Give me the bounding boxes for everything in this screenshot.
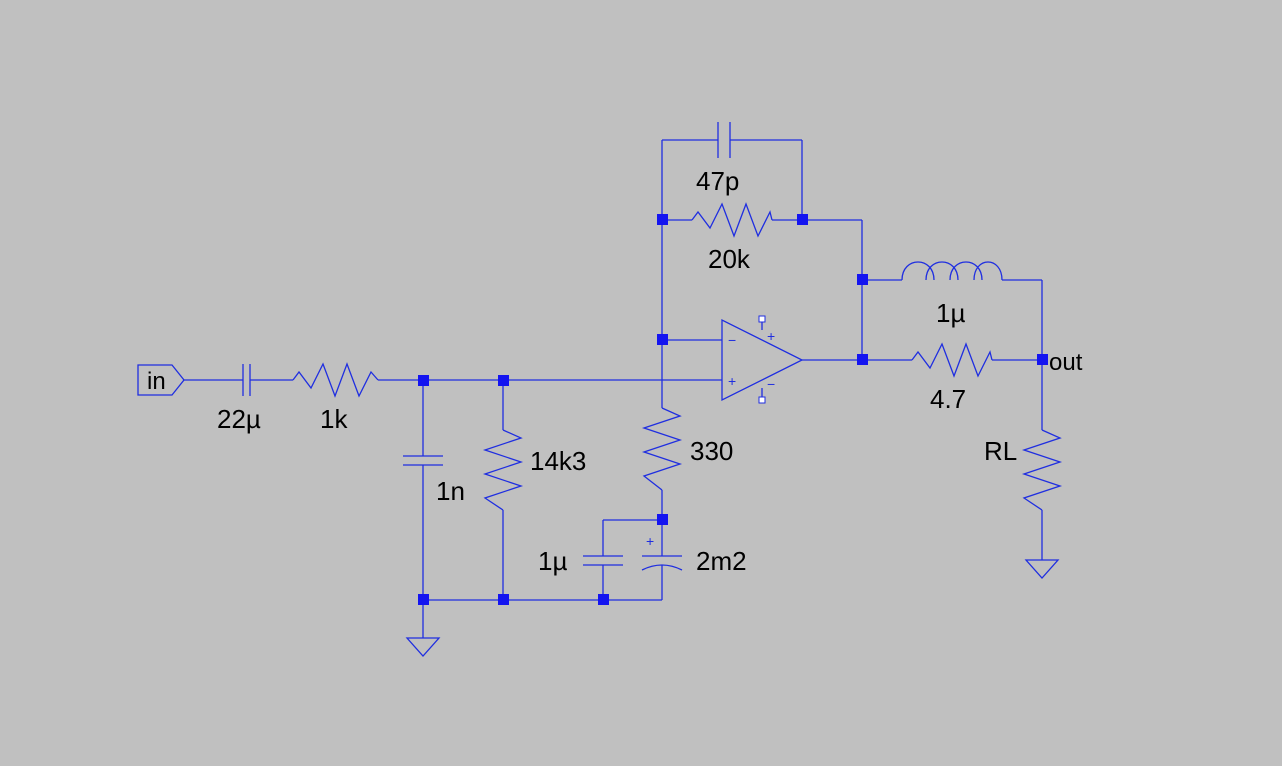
inductor-l-out[interactable]: 1µ bbox=[901, 261, 1003, 328]
ground-symbol-left bbox=[405, 637, 441, 657]
junctions bbox=[418, 214, 1048, 605]
junction-node[interactable] bbox=[498, 375, 509, 386]
resistor-r-load-label: RL bbox=[984, 436, 1017, 466]
output-port-label[interactable]: out bbox=[1049, 349, 1083, 376]
junction-node[interactable] bbox=[657, 334, 668, 345]
opamp-supply-neg-pin[interactable] bbox=[758, 396, 766, 404]
capacitor-c-electrolytic-label: 2m2 bbox=[696, 546, 747, 576]
resistor-r-in-label: 1k bbox=[320, 404, 348, 434]
resistor-r-feedback-label: 20k bbox=[708, 244, 751, 274]
opamp-supply-pos-sign: + bbox=[767, 328, 775, 344]
junction-node[interactable] bbox=[498, 594, 509, 605]
capacitor-c-small-label: 1µ bbox=[538, 546, 567, 576]
opamp-noninverting-sign: + bbox=[728, 373, 736, 389]
capacitor-c-feedback[interactable]: 47p bbox=[696, 122, 739, 196]
capacitor-c-in[interactable]: 22µ bbox=[217, 364, 261, 434]
resistor-r-out[interactable]: 4.7 bbox=[911, 342, 993, 414]
resistor-r-bias-label: 14k3 bbox=[530, 446, 586, 476]
wires bbox=[183, 139, 1043, 638]
input-port-shape bbox=[137, 364, 185, 396]
capacitor-c-electrolytic[interactable]: + 2m2 bbox=[641, 533, 747, 576]
resistor-r-fb-ground-label: 330 bbox=[690, 436, 733, 466]
junction-node[interactable] bbox=[598, 594, 609, 605]
ground-symbol-right bbox=[1024, 559, 1060, 579]
junction-node[interactable] bbox=[657, 514, 668, 525]
resistor-r-in[interactable]: 1k bbox=[292, 362, 379, 434]
polarity-plus-sign: + bbox=[646, 533, 654, 549]
resistor-r-load[interactable]: RL bbox=[984, 429, 1063, 511]
capacitor-c-small[interactable]: 1µ bbox=[538, 546, 623, 576]
junction-node[interactable] bbox=[418, 375, 429, 386]
capacitor-c-in-label: 22µ bbox=[217, 404, 261, 434]
junction-node[interactable] bbox=[657, 214, 668, 225]
junction-node[interactable] bbox=[857, 274, 868, 285]
junction-node[interactable] bbox=[1037, 354, 1048, 365]
capacitor-c-shunt[interactable]: 1n bbox=[403, 455, 465, 506]
junction-node[interactable] bbox=[857, 354, 868, 365]
inductor-l-out-label: 1µ bbox=[936, 298, 965, 328]
opamp[interactable]: − + + − bbox=[721, 315, 804, 404]
resistor-r-feedback[interactable]: 20k bbox=[691, 202, 773, 274]
input-port[interactable]: in bbox=[137, 364, 185, 396]
opamp-supply-pos-pin[interactable] bbox=[758, 315, 766, 323]
opamp-supply-neg-sign: − bbox=[767, 376, 775, 392]
junction-node[interactable] bbox=[418, 594, 429, 605]
input-port-label: in bbox=[147, 368, 166, 395]
capacitor-c-feedback-label: 47p bbox=[696, 166, 739, 196]
resistor-r-fb-ground[interactable]: 330 bbox=[641, 407, 733, 491]
resistor-r-bias[interactable]: 14k3 bbox=[482, 429, 586, 511]
opamp-inverting-sign: − bbox=[728, 332, 736, 348]
capacitor-c-shunt-label: 1n bbox=[436, 476, 465, 506]
junction-node[interactable] bbox=[797, 214, 808, 225]
resistor-r-out-label: 4.7 bbox=[930, 384, 966, 414]
